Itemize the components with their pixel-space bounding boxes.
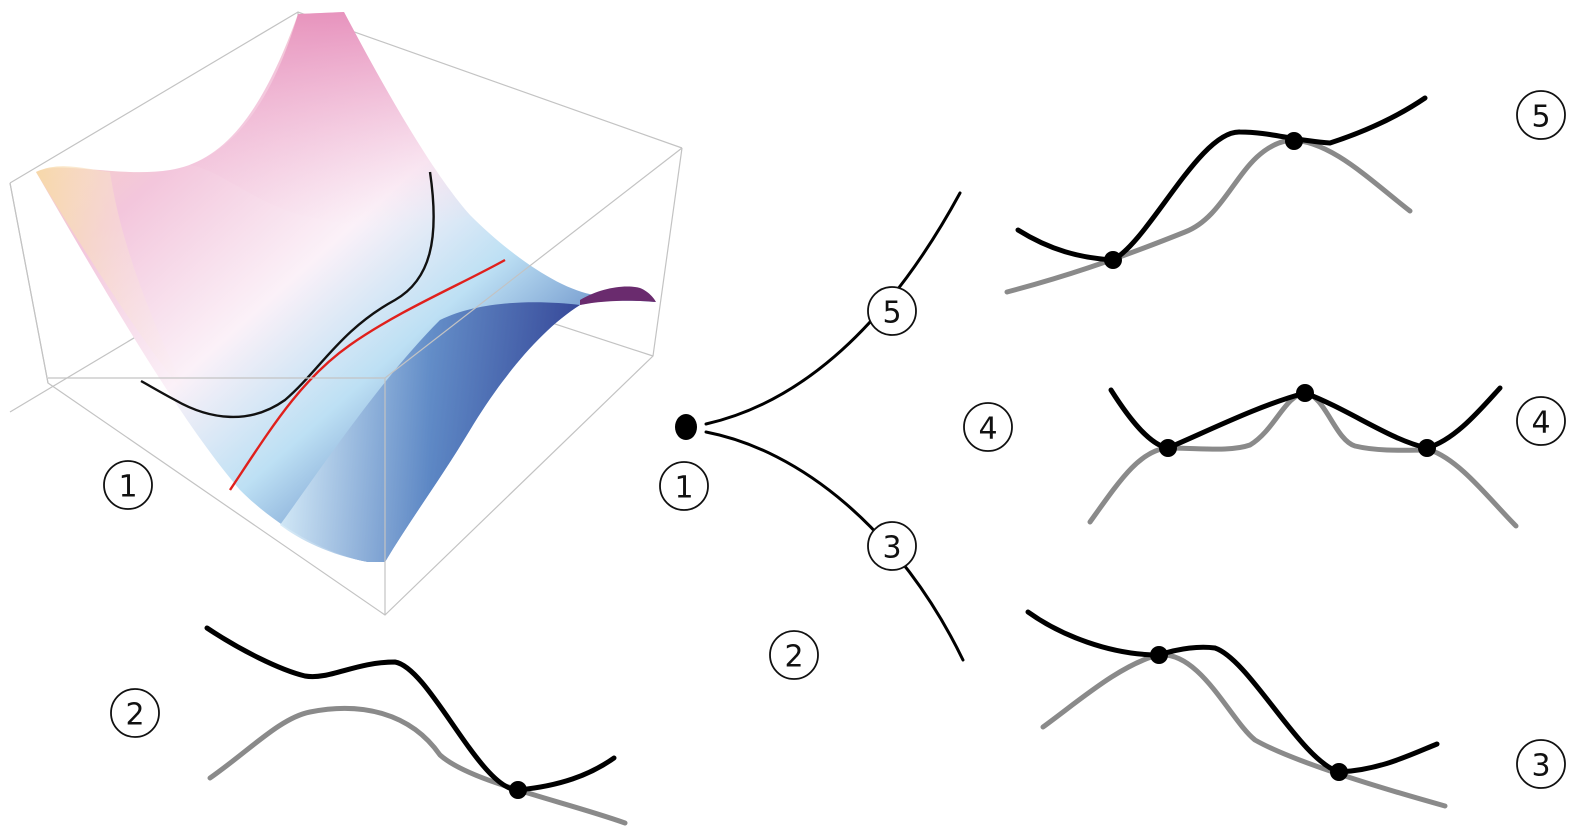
profile-2-gray bbox=[207, 705, 628, 826]
svg-text:4: 4 bbox=[978, 412, 997, 447]
potential-surface bbox=[36, 12, 656, 562]
svg-text:5: 5 bbox=[1531, 100, 1550, 135]
label-cusp-lower-branch: 3 bbox=[867, 521, 917, 571]
profile-2-point bbox=[509, 781, 527, 799]
svg-text:2: 2 bbox=[784, 640, 803, 675]
svg-text:1: 1 bbox=[674, 471, 693, 506]
profile-3-black bbox=[1025, 609, 1440, 775]
profile-5-point-right bbox=[1285, 132, 1303, 150]
profile-5-point-left bbox=[1104, 251, 1122, 269]
surface-purple-tip bbox=[580, 286, 656, 305]
profile-5-gray bbox=[1004, 137, 1413, 295]
profile-section-3 bbox=[1025, 609, 1448, 809]
profile-3-gray bbox=[1040, 652, 1448, 809]
profile-section-4 bbox=[1087, 384, 1519, 529]
profile-region-2 bbox=[204, 625, 628, 826]
svg-text:3: 3 bbox=[1531, 749, 1550, 784]
label-surface-section: 2 bbox=[110, 688, 160, 738]
label-cusp-origin: 1 bbox=[659, 461, 709, 511]
profile-4-point-right bbox=[1418, 439, 1436, 457]
label-curve-section-4: 4 bbox=[1516, 396, 1566, 446]
svg-text:4: 4 bbox=[1531, 406, 1550, 441]
label-surface-point: 1 bbox=[103, 460, 153, 510]
profile-2-black bbox=[204, 625, 617, 793]
profile-4-point-left bbox=[1159, 439, 1177, 457]
label-curve-section-3: 3 bbox=[1516, 739, 1566, 789]
box-front-edges bbox=[9, 147, 683, 616]
surface-curve-red bbox=[229, 258, 506, 491]
surface-pink-ridge bbox=[190, 12, 470, 227]
surface-main bbox=[36, 12, 655, 562]
cusp-origin-point bbox=[675, 414, 697, 440]
svg-text:1: 1 bbox=[118, 470, 137, 505]
profile-5-black bbox=[1015, 95, 1428, 263]
surface-curve-black bbox=[140, 171, 435, 419]
svg-text:2: 2 bbox=[125, 698, 144, 733]
profile-3-point-right bbox=[1330, 763, 1348, 781]
labels: 1 2 1 2 5 4 3 5 bbox=[103, 90, 1566, 789]
label-cusp-center: 4 bbox=[963, 402, 1013, 452]
profile-4-gray bbox=[1087, 390, 1519, 529]
surface-cream-edge bbox=[36, 166, 190, 400]
label-curve-section-5: 5 bbox=[1516, 90, 1566, 140]
svg-text:5: 5 bbox=[882, 296, 901, 331]
profile-3-point-left bbox=[1150, 646, 1168, 664]
profile-4-point-center bbox=[1296, 384, 1314, 402]
profile-section-5 bbox=[1004, 95, 1428, 295]
surface-blue-side bbox=[280, 302, 580, 562]
label-cusp-region: 2 bbox=[769, 630, 819, 680]
svg-text:3: 3 bbox=[882, 531, 901, 566]
label-cusp-upper-branch: 5 bbox=[867, 286, 917, 336]
cusp-upper-branch bbox=[704, 191, 962, 426]
cusp-lower-branch bbox=[704, 430, 965, 662]
cusp-diagram bbox=[675, 191, 965, 662]
